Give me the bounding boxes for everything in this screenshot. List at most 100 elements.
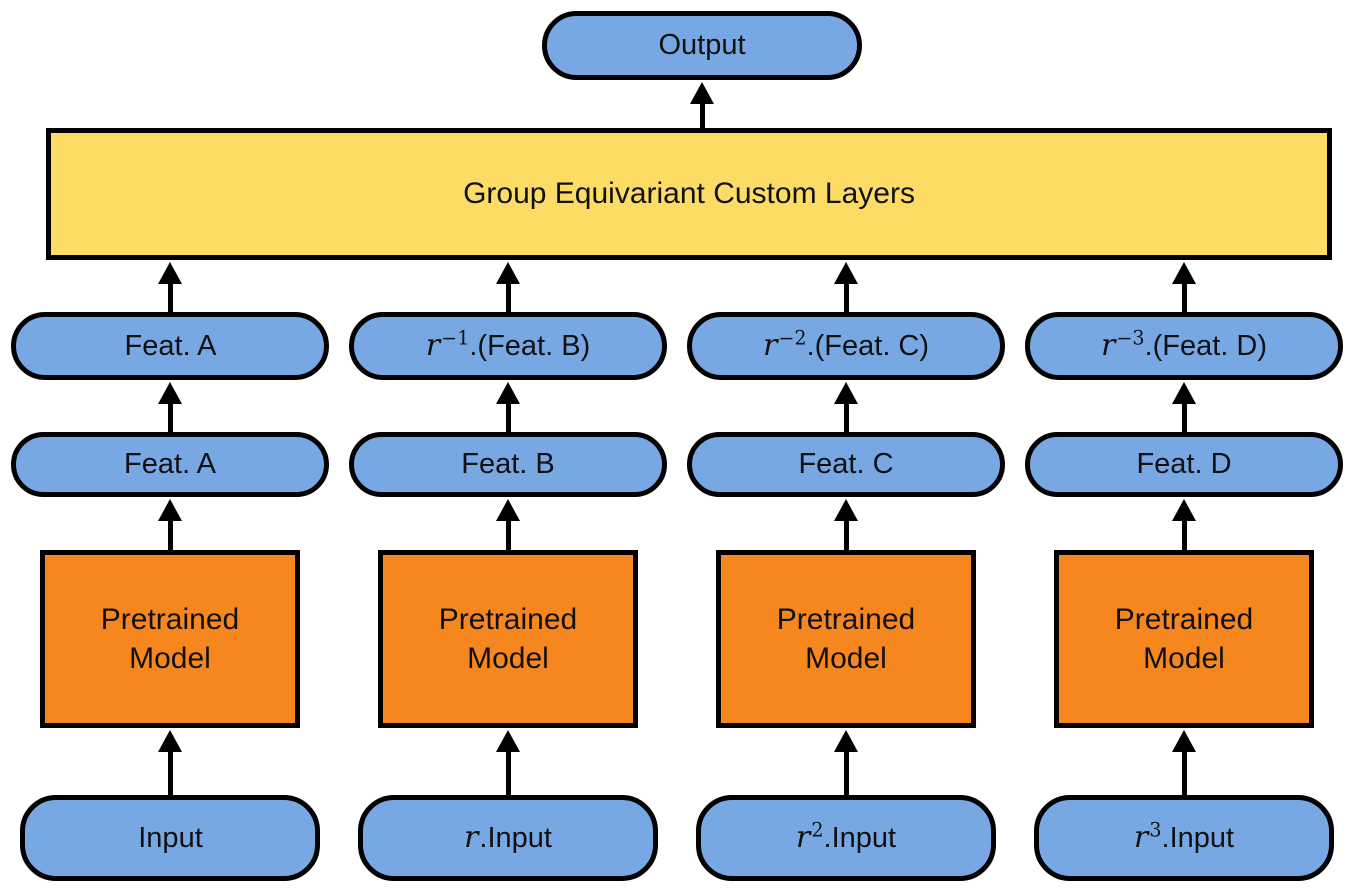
- arrow-shaft: [167, 403, 173, 432]
- feature-node-4: Feat. D: [1025, 432, 1343, 497]
- math-superscript: 2: [811, 818, 824, 842]
- label-line-2: Model: [129, 642, 211, 675]
- input-node-1: Input: [20, 795, 320, 881]
- transformed-feature-node-1: Feat. A: [11, 312, 329, 380]
- arrowhead-icon: [690, 82, 714, 104]
- arrowhead-icon: [1172, 382, 1196, 404]
- arrow-shaft: [1181, 520, 1187, 550]
- label-line-1: Pretrained: [1114, 603, 1254, 636]
- transformed-feature-label: r−1.(Feat. B): [426, 328, 590, 364]
- input-label: r2.Input: [796, 820, 896, 856]
- arrowhead-icon: [1172, 499, 1196, 521]
- flow-arrow-input-to-model: [834, 730, 858, 795]
- flow-arrow-input-to-model: [1172, 730, 1196, 795]
- custom-layers-label: Group Equivariant Custom Layers: [463, 177, 915, 210]
- arrow-shaft: [505, 751, 511, 795]
- label-line-2: Model: [805, 642, 887, 675]
- arrow-shaft: [843, 751, 849, 795]
- arrowhead-icon: [496, 499, 520, 521]
- flow-arrow-transformed-to-layers: [158, 262, 182, 312]
- label-line-1: Pretrained: [776, 603, 916, 636]
- label-text: .Input: [1161, 821, 1235, 854]
- flow-arrow-model-to-feature: [1172, 499, 1196, 550]
- flow-arrow-transformed-to-layers: [834, 262, 858, 312]
- transformed-feature-label: r−2.(Feat. C): [763, 328, 929, 364]
- math-var: r: [1100, 327, 1116, 363]
- label-line-1: Pretrained: [438, 603, 578, 636]
- arrow-shaft: [843, 520, 849, 550]
- arrow-shaft: [1181, 283, 1187, 312]
- label-text: .(Feat. B): [469, 329, 591, 362]
- arrow-shaft: [1181, 751, 1187, 795]
- transformed-feature-node-3: r−2.(Feat. C): [687, 312, 1005, 380]
- label-text: .(Feat. D): [1144, 329, 1268, 362]
- arrowhead-icon: [834, 499, 858, 521]
- arrowhead-icon: [158, 262, 182, 284]
- math-var: r: [795, 819, 811, 855]
- feature-label: Feat. A: [124, 448, 216, 481]
- arrow-shaft: [843, 283, 849, 312]
- custom-layers-bar: Group Equivariant Custom Layers: [46, 128, 1332, 260]
- input-node-3: r2.Input: [696, 795, 996, 881]
- arrow-shaft: [505, 403, 511, 432]
- arrow-shaft: [843, 403, 849, 432]
- transformed-feature-node-2: r−1.(Feat. B): [349, 312, 667, 380]
- label-text: Input: [138, 821, 203, 854]
- feature-node-1: Feat. A: [11, 432, 329, 497]
- feature-label: Feat. B: [461, 448, 555, 481]
- math-superscript: 3: [1149, 818, 1162, 842]
- arrow-shaft: [505, 283, 511, 312]
- feature-label: Feat. C: [798, 448, 894, 481]
- label-text: .(Feat. C): [806, 329, 930, 362]
- math-var: r: [762, 327, 778, 363]
- math-superscript: −3: [1116, 326, 1145, 350]
- arrow-shaft: [167, 751, 173, 795]
- label-text: .Input: [823, 821, 897, 854]
- arrow-shaft: [1181, 403, 1187, 432]
- label-line-1: Pretrained: [100, 603, 240, 636]
- flow-arrow-feature-to-transformed: [1172, 382, 1196, 432]
- flow-arrow-input-to-model: [158, 730, 182, 795]
- arrowhead-icon: [496, 262, 520, 284]
- flow-arrow-feature-to-transformed: [834, 382, 858, 432]
- flow-arrow-model-to-feature: [496, 499, 520, 550]
- input-label: r.Input: [464, 820, 552, 856]
- arrowhead-icon: [834, 262, 858, 284]
- arrowhead-icon: [158, 382, 182, 404]
- output-label: Output: [658, 29, 746, 62]
- feature-node-2: Feat. B: [349, 432, 667, 497]
- flow-arrow-feature-to-transformed: [496, 382, 520, 432]
- math-superscript: −2: [778, 326, 807, 350]
- transformed-feature-label: r−3.(Feat. D): [1101, 328, 1267, 364]
- arrowhead-icon: [158, 499, 182, 521]
- arrow-shaft: [699, 103, 705, 128]
- arrowhead-icon: [496, 730, 520, 752]
- math-var: r: [464, 819, 479, 855]
- arrow-shaft: [167, 520, 173, 550]
- feature-label: Feat. D: [1136, 448, 1232, 481]
- input-node-4: r3.Input: [1034, 795, 1334, 881]
- transformed-feature-label: Feat. A: [124, 328, 217, 364]
- arrowhead-icon: [1172, 262, 1196, 284]
- flow-arrow-layers-to-output: [690, 82, 714, 128]
- math-superscript: −1: [441, 326, 470, 350]
- flow-arrow-transformed-to-layers: [1172, 262, 1196, 312]
- input-label: Input: [137, 820, 203, 856]
- output-node: Output: [542, 11, 862, 80]
- label-line-2: Model: [1143, 642, 1225, 675]
- flow-arrow-input-to-model: [496, 730, 520, 795]
- input-label: r3.Input: [1134, 820, 1234, 856]
- arrowhead-icon: [496, 382, 520, 404]
- math-var: r: [1133, 819, 1149, 855]
- flow-arrow-transformed-to-layers: [496, 262, 520, 312]
- transformed-feature-node-4: r−3.(Feat. D): [1025, 312, 1343, 380]
- flow-arrow-model-to-feature: [158, 499, 182, 550]
